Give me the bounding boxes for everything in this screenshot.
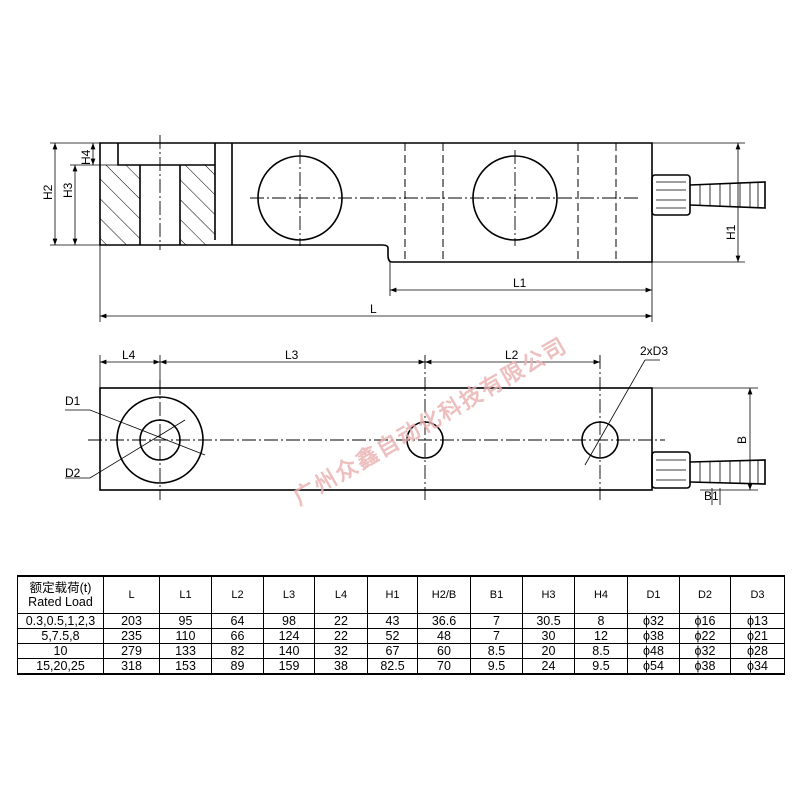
table-cell: 67 [367, 643, 418, 659]
dimension-table: 额定载荷(t)Rated Load L L1 L2 L3 L4 H1 H2/B … [17, 575, 785, 675]
table-cell: 5,7.5,8 [17, 628, 104, 644]
table-cell: 8.5 [470, 643, 523, 659]
col-header: L3 [263, 575, 315, 614]
dim-l2: L2 [505, 348, 519, 362]
table-cell: ϕ38 [627, 628, 680, 644]
table-cell: 133 [159, 643, 212, 659]
top-view: L4 L3 L2 2xD3 D1 D2 B B1 [65, 344, 766, 505]
table-cell: 110 [159, 628, 212, 644]
dim-d2: D2 [65, 466, 81, 480]
table-header: 额定载荷(t)Rated Load L L1 L2 L3 L4 H1 H2/B … [17, 575, 785, 614]
table-cell: ϕ13 [730, 613, 785, 629]
col-header: H2/B [417, 575, 471, 614]
table-cell: ϕ32 [679, 643, 731, 659]
table-cell: 36.6 [417, 613, 471, 629]
table-cell: 89 [211, 658, 264, 675]
col-header: D1 [627, 575, 680, 614]
header-cn: 额定载荷(t) [29, 581, 92, 595]
table-cell: 52 [367, 628, 418, 644]
table-cell: 235 [103, 628, 160, 644]
table-cell: 0.3,0.5,1,2,3 [17, 613, 104, 629]
table-cell: 98 [263, 613, 315, 629]
dim-h3: H3 [61, 182, 75, 198]
col-header: L2 [211, 575, 264, 614]
table-cell: 43 [367, 613, 418, 629]
table-cell: 32 [314, 643, 368, 659]
dim-h1: H1 [724, 224, 738, 240]
col-header: D2 [679, 575, 731, 614]
col-header: L4 [314, 575, 368, 614]
rated-load-header: 额定载荷(t)Rated Load [17, 575, 104, 614]
table-cell: ϕ34 [730, 658, 785, 675]
dim-b1: B1 [704, 489, 719, 503]
table-cell: 10 [17, 643, 104, 659]
table-cell: 22 [314, 628, 368, 644]
table-cell: 318 [103, 658, 160, 675]
table-cell: 9.5 [574, 658, 628, 675]
table-cell: 48 [417, 628, 471, 644]
col-header: D3 [730, 575, 785, 614]
table-cell: ϕ16 [679, 613, 731, 629]
table-cell: 124 [263, 628, 315, 644]
table-cell: 8.5 [574, 643, 628, 659]
table-cell: 140 [263, 643, 315, 659]
dim-l3: L3 [285, 348, 299, 362]
table-cell: 7 [470, 613, 523, 629]
col-header: H1 [367, 575, 418, 614]
table-cell: 159 [263, 658, 315, 675]
col-header: L1 [159, 575, 212, 614]
table-cell: 38 [314, 658, 368, 675]
table-cell: 30 [522, 628, 575, 644]
dim-l4: L4 [122, 348, 136, 362]
table-cell: 70 [417, 658, 471, 675]
table-cell: 9.5 [470, 658, 523, 675]
dim-l: L [370, 302, 377, 316]
dim-b: B [735, 436, 749, 444]
dim-l1: L1 [513, 276, 527, 290]
table-cell: 82 [211, 643, 264, 659]
side-view: H2 H3 H4 H1 L1 L [41, 135, 766, 322]
col-header: L [103, 575, 160, 614]
dim-2xd3: 2xD3 [640, 344, 668, 358]
table-cell: 153 [159, 658, 212, 675]
technical-drawing: H2 H3 H4 H1 L1 L L4 L3 L2 2xD3 D1 D2 B [41, 135, 766, 505]
table-cell: 8 [574, 613, 628, 629]
dim-h4: H4 [79, 149, 93, 165]
table-cell: 12 [574, 628, 628, 644]
table-cell: ϕ38 [679, 658, 731, 675]
table-cell: ϕ21 [730, 628, 785, 644]
table-cell: 82.5 [367, 658, 418, 675]
table-cell: 64 [211, 613, 264, 629]
table-cell: 60 [417, 643, 471, 659]
table-cell: 22 [314, 613, 368, 629]
table-cell: 30.5 [522, 613, 575, 629]
dim-h2: H2 [41, 184, 55, 200]
table-cell: 203 [103, 613, 160, 629]
table-cell: 24 [522, 658, 575, 675]
table-cell: 95 [159, 613, 212, 629]
col-header: H3 [522, 575, 575, 614]
header-en: Rated Load [28, 595, 93, 609]
table-cell: 20 [522, 643, 575, 659]
table-cell: ϕ28 [730, 643, 785, 659]
table-cell: 15,20,25 [17, 658, 104, 675]
table-cell: 7 [470, 628, 523, 644]
table-cell: ϕ54 [627, 658, 680, 675]
table-cell: 279 [103, 643, 160, 659]
table-cell: 66 [211, 628, 264, 644]
table-cell: ϕ22 [679, 628, 731, 644]
table-cell: ϕ32 [627, 613, 680, 629]
dim-d1: D1 [65, 394, 81, 408]
col-header: H4 [574, 575, 628, 614]
col-header: B1 [470, 575, 523, 614]
table-cell: ϕ48 [627, 643, 680, 659]
